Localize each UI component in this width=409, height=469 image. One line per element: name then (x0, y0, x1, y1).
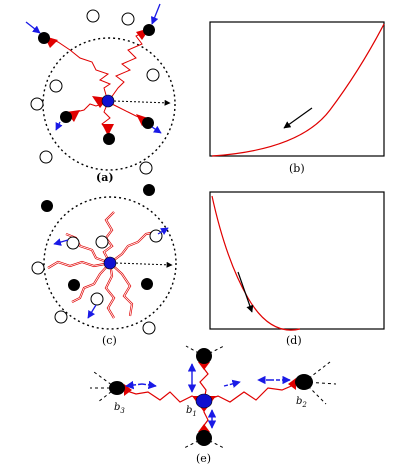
panel-d: (d) (209, 191, 385, 347)
particle-filled (60, 111, 72, 123)
particle-open (86, 9, 100, 23)
slope-arrow (283, 107, 313, 129)
particle-filled (38, 32, 50, 44)
particle-filled (143, 184, 155, 196)
particle-open (54, 310, 68, 324)
panel-label-e: (e) (196, 452, 211, 465)
particle-filled (68, 279, 80, 291)
particle-open (39, 150, 53, 164)
particle-filled (103, 133, 115, 145)
particle-open (121, 12, 135, 26)
potential-curve (211, 195, 301, 331)
panel-label-c: (c) (102, 334, 117, 347)
plot-frame (209, 191, 385, 330)
label-b3: b3 (114, 402, 125, 415)
particle-filled (142, 117, 154, 129)
particle-open (142, 321, 156, 335)
particle-open (49, 79, 63, 93)
panel-label-a: (a) (96, 171, 114, 184)
cutoff-circle (43, 196, 177, 330)
panel-b: (b) (209, 21, 385, 175)
panel-label-b: (b) (289, 162, 305, 175)
panel-c: (c) (31, 184, 177, 347)
particle-filled (143, 24, 155, 36)
particle-open (30, 97, 44, 111)
node-top (196, 348, 212, 364)
particle-filled (41, 200, 53, 212)
particle-filled (141, 278, 153, 290)
panel-a: (a) (25, 3, 176, 184)
label-b2: b2 (296, 396, 307, 409)
force-arrows (53, 227, 169, 319)
center-particle (101, 94, 115, 108)
node-b3 (109, 381, 125, 395)
particle-open (66, 236, 80, 250)
node-bottom (196, 430, 212, 446)
particle-open (139, 161, 153, 175)
slope-arrow (237, 271, 254, 313)
particle-open (149, 229, 163, 243)
plot-frame (209, 21, 385, 157)
dashed-bonds (90, 345, 337, 449)
radius-arrow (115, 261, 173, 268)
particle-open (31, 261, 45, 275)
potential-curve (211, 23, 385, 157)
node-b1 (195, 393, 213, 409)
node-b2 (295, 374, 313, 390)
force-arrows (25, 3, 162, 134)
force-arrows (125, 363, 291, 429)
particle-open (95, 235, 109, 249)
panel-label-d: (d) (286, 334, 302, 347)
label-b1: b1 (186, 405, 197, 418)
particle-open (90, 292, 104, 306)
particle-open (146, 68, 160, 82)
center-particle (103, 256, 117, 270)
cutoff-circle (42, 37, 176, 171)
radius-arrow (113, 99, 171, 106)
panel-e: b3 b1 b2 (e) (90, 345, 337, 465)
